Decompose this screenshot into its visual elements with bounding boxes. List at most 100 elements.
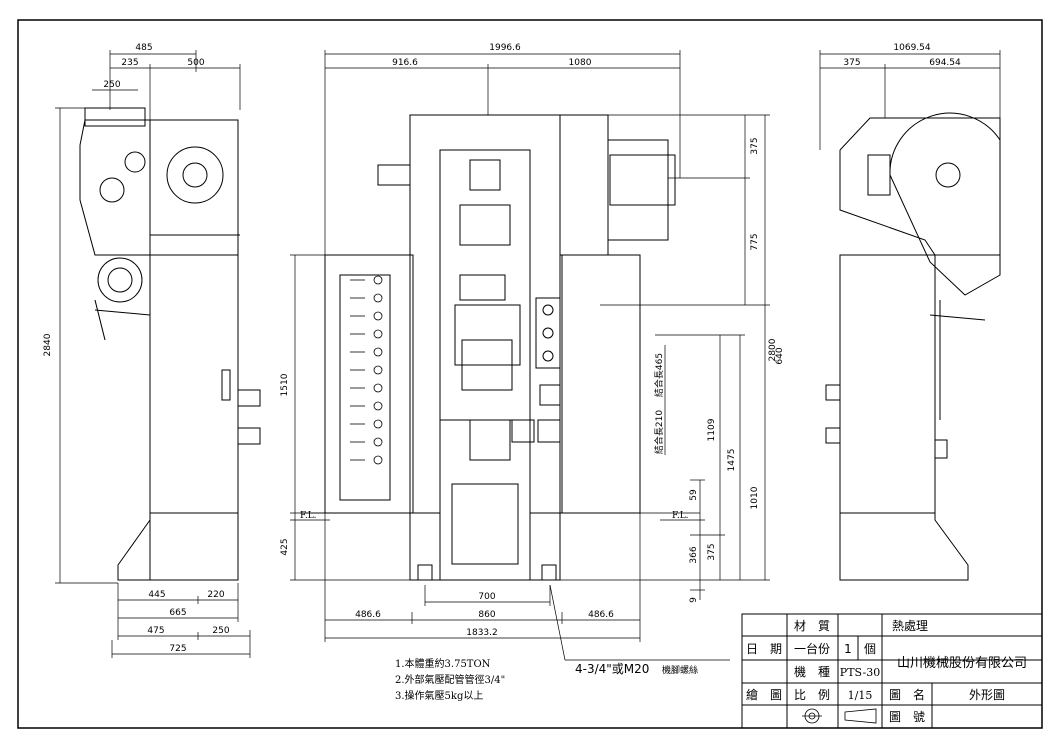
- left-base: [117, 512, 239, 581]
- dim-left-base3-right: 250: [212, 626, 229, 636]
- left-dimensions: [55, 50, 251, 658]
- front-foot-left: [417, 564, 433, 581]
- left-handle: [221, 369, 231, 401]
- dim-front-640: 640: [775, 347, 785, 364]
- note-2: 2.外部氣壓配管管徑3/4": [395, 673, 505, 686]
- front-left-cabinet: [324, 254, 414, 514]
- sheet-border: [17, 19, 1043, 729]
- right-gear-box: [867, 154, 891, 196]
- tb-material-label: 材 質: [794, 618, 830, 633]
- front-bed: [439, 419, 531, 581]
- front-gauge-panel: [535, 297, 561, 369]
- tb-model-label: 機 種: [794, 664, 830, 679]
- dim-left-base1-left: 445: [148, 590, 165, 600]
- dim-front-bottom-486b: 486.6: [588, 610, 614, 620]
- tb-drawing-name-value: 外形圖: [969, 688, 1005, 702]
- dim-front-bottom-overall: 1833.2: [466, 628, 498, 638]
- gauge-2-icon: [542, 327, 554, 339]
- right-port-1: [825, 384, 841, 401]
- dim-front-bottom-486a: 486.6: [355, 610, 381, 620]
- front-valve-c: [537, 419, 561, 443]
- label-fl-left: F.L.: [300, 511, 317, 521]
- front-slide-top: [459, 274, 506, 301]
- right-port-2: [825, 427, 841, 444]
- dim-left-base3-left: 475: [147, 626, 164, 636]
- dim-left-top-small: 250: [103, 80, 120, 90]
- front-flywheel: [607, 139, 669, 241]
- right-side-view: [825, 112, 1001, 581]
- dim-left-height: 2840: [43, 333, 53, 356]
- tb-scale-value: 1/15: [848, 689, 873, 702]
- right-valve: [934, 439, 948, 459]
- left-side-view: [79, 107, 261, 581]
- dim-front-bottom-860: 860: [478, 610, 495, 620]
- front-control-buttons: [350, 275, 383, 465]
- front-control-panel: [339, 274, 391, 501]
- tb-company: 山川機械股份有限公司: [897, 656, 1027, 671]
- right-column-body: [839, 254, 936, 514]
- left-head-cap: [84, 107, 146, 127]
- dim-front-stroke-465: 結合長465: [653, 353, 665, 397]
- dim-front-bottom-700: 700: [478, 592, 495, 602]
- tb-drawing-name-label: 圖 名: [889, 687, 925, 702]
- right-linkage: [929, 314, 986, 321]
- left-linkage-arm: [94, 299, 106, 341]
- projection-symbol-icon: [802, 708, 877, 724]
- dim-right-top-left: 375: [843, 58, 860, 68]
- front-foot-right: [541, 564, 557, 581]
- dim-front-top-left: 916.6: [392, 58, 418, 68]
- tb-scale-label: 比 例: [794, 688, 830, 702]
- left-linkage: [94, 309, 151, 316]
- right-flywheel-cover: [889, 112, 1001, 296]
- dim-left-top-left: 235: [121, 58, 138, 68]
- front-slide: [454, 304, 521, 366]
- dim-front-775: 775: [750, 233, 760, 250]
- front-right-cabinet: [561, 254, 641, 514]
- front-crank: [469, 159, 501, 191]
- left-motor-center: [107, 267, 133, 293]
- left-valve-2: [237, 427, 261, 445]
- front-valve-a: [539, 384, 561, 406]
- tb-date-label: 日 期: [746, 642, 782, 656]
- front-bed-window: [451, 483, 519, 565]
- dim-front-375: 375: [750, 137, 760, 154]
- front-connecting-rod: [459, 204, 511, 246]
- dim-left-top-overall: 485: [135, 43, 152, 53]
- title-block: [741, 613, 1043, 729]
- right-dimensions: [819, 50, 1001, 150]
- left-gear-small: [99, 177, 125, 203]
- left-head-outline: [79, 119, 150, 256]
- dim-front-1109: 1109: [707, 418, 717, 441]
- front-valve-b: [511, 419, 535, 443]
- left-flywheel-center: [182, 162, 208, 188]
- dim-front-375b: 375: [707, 543, 717, 560]
- label-fl-right: F.L.: [672, 511, 689, 521]
- dim-left-top-right: 500: [187, 58, 204, 68]
- front-left-shaft: [377, 164, 411, 186]
- front-bolster: [461, 339, 513, 391]
- tb-drawing-no-label: 圖 號: [889, 710, 925, 724]
- right-base: [839, 512, 969, 581]
- left-gear-top: [124, 151, 146, 173]
- front-die: [469, 419, 511, 461]
- dim-right-top-right: 694.54: [929, 58, 961, 68]
- dim-front-left-height: 1510: [280, 373, 290, 396]
- dim-left-base1-right: 220: [207, 590, 224, 600]
- tb-qty-value: 1: [844, 642, 852, 656]
- left-column-body: [149, 254, 239, 514]
- note-1: 1.本體重約3.75TON: [395, 657, 491, 670]
- dim-front-stroke-210: 結合長210: [653, 410, 665, 454]
- front-dimensions: [290, 50, 770, 661]
- dim-front-1010: 1010: [750, 486, 760, 509]
- tb-heat-label: 熱處理: [892, 619, 928, 633]
- tb-qty-label: 一台份: [794, 641, 830, 656]
- dim-left-base4: 725: [169, 644, 186, 654]
- front-gearbox: [559, 114, 609, 256]
- gauge-1-icon: [542, 304, 554, 316]
- front-view: [324, 114, 676, 581]
- dim-front-floor-height: 425: [280, 538, 290, 555]
- tb-drawn-label: 繪 圖: [746, 687, 782, 702]
- dim-front-top-overall: 1996.6: [489, 43, 521, 53]
